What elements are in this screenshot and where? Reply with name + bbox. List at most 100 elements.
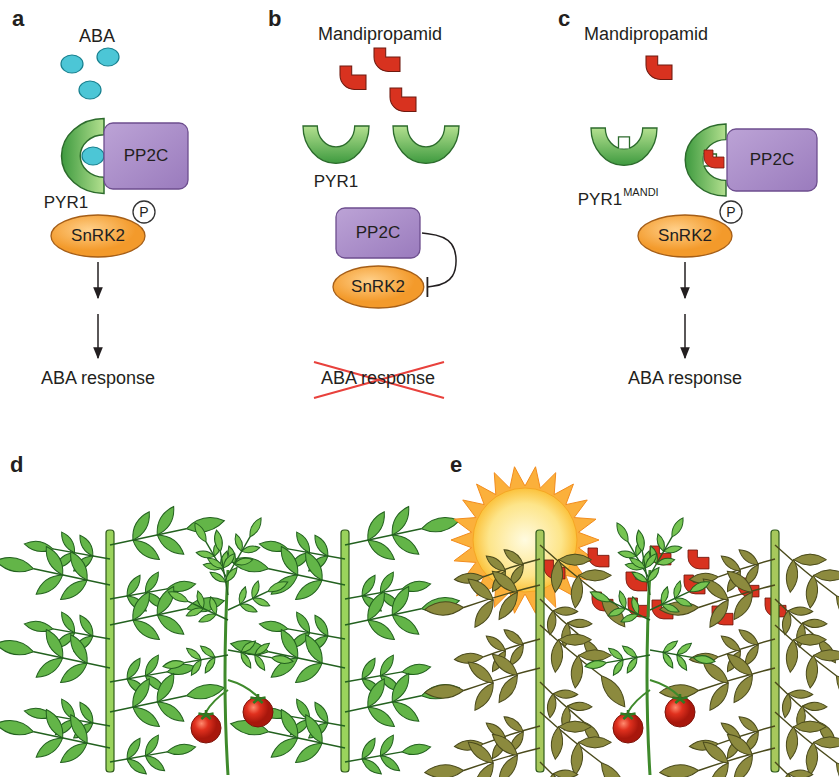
compound-leaf <box>450 532 546 612</box>
signal-arrow <box>684 314 686 358</box>
figure-label: ABA response <box>321 368 435 389</box>
leaf <box>0 554 35 575</box>
leaf <box>494 752 522 777</box>
leaf <box>271 654 294 665</box>
leaf <box>208 596 219 616</box>
phosphate-circle: P <box>132 200 156 224</box>
compound-leaf <box>0 533 116 612</box>
compound-leaf <box>256 523 349 579</box>
leaf <box>630 570 649 585</box>
mandipropamid-molecule <box>588 548 609 567</box>
panel-letter: a <box>12 6 24 31</box>
compound-leaf <box>181 515 241 588</box>
leaf <box>570 575 585 609</box>
leaf <box>788 689 813 698</box>
compound-leaf <box>341 563 434 619</box>
compound-leaf <box>623 527 666 597</box>
aba-molecule <box>82 147 104 165</box>
leaf <box>621 643 639 659</box>
signal-arrow <box>684 262 686 298</box>
leaf <box>301 632 327 666</box>
compound-leaf <box>524 589 620 669</box>
node-outline <box>720 201 742 223</box>
leaf <box>239 602 258 615</box>
inhibition-connector <box>422 233 456 297</box>
leaf <box>167 589 190 605</box>
leaf <box>803 619 828 628</box>
leaf <box>389 610 422 638</box>
tomato <box>243 697 273 727</box>
leaf <box>250 580 261 600</box>
leaf <box>124 656 144 681</box>
leaf <box>785 559 800 593</box>
leaf <box>268 733 301 761</box>
leaf <box>502 627 526 649</box>
leaf <box>241 544 260 554</box>
pyr1-receptor <box>685 124 726 196</box>
snrk2-oval: SnRK2 <box>50 214 146 258</box>
compound-leaf <box>256 603 349 659</box>
leaf <box>195 590 206 610</box>
leaf <box>465 738 497 768</box>
leaf <box>238 651 253 670</box>
leaf <box>661 602 680 615</box>
compound-leaf <box>759 672 839 752</box>
leaf <box>57 576 90 604</box>
leaf <box>502 714 526 736</box>
leaf <box>724 650 756 680</box>
pyr1-receptor <box>62 119 105 194</box>
leaf <box>673 596 692 609</box>
plant-stem <box>225 570 228 775</box>
leaf <box>203 656 218 675</box>
sun <box>473 488 577 592</box>
compound-leaf <box>341 646 434 702</box>
leaf <box>66 549 92 583</box>
figure-label: ABA response <box>628 368 742 389</box>
leaf <box>130 616 163 644</box>
leaf <box>705 597 733 630</box>
leaf <box>794 634 827 645</box>
compound-leaf <box>106 563 199 619</box>
leaf <box>196 549 215 559</box>
node-outline <box>133 201 155 223</box>
leaf <box>553 606 578 615</box>
leaf <box>66 632 92 666</box>
node-outline <box>336 208 420 258</box>
leaf <box>689 652 719 664</box>
leaf <box>559 721 592 732</box>
cross-out <box>314 362 444 398</box>
node-outline <box>638 215 732 257</box>
leaf <box>389 697 422 725</box>
pyr1-receptor <box>591 128 657 165</box>
leaf <box>387 584 413 618</box>
leaf <box>724 730 756 760</box>
compound-leaf <box>450 699 546 777</box>
leaf <box>559 634 592 645</box>
figure-label: ABA response <box>41 368 155 389</box>
leaf <box>199 643 217 659</box>
compound-leaf <box>418 712 547 777</box>
plant-stake <box>536 530 544 772</box>
leaf <box>420 514 461 535</box>
leaf <box>465 658 497 688</box>
panel-letter: e <box>450 452 462 477</box>
leaf <box>365 703 398 731</box>
leaf <box>803 702 828 711</box>
leaf <box>794 721 827 732</box>
inhibition-bar <box>427 277 429 297</box>
leaf <box>596 759 630 777</box>
leaf <box>125 756 149 777</box>
leaf <box>484 553 508 575</box>
leaf <box>58 530 78 555</box>
leaf <box>154 610 187 638</box>
node-outline <box>104 123 188 189</box>
compound-leaf <box>339 493 465 572</box>
leaf <box>360 756 384 777</box>
leaf <box>154 697 187 725</box>
aba-molecule <box>61 55 83 73</box>
tomato-calyx <box>672 694 687 703</box>
compound-leaf <box>341 726 434 777</box>
snrk2-oval: SnRK2 <box>637 214 733 258</box>
leaf <box>424 601 464 616</box>
